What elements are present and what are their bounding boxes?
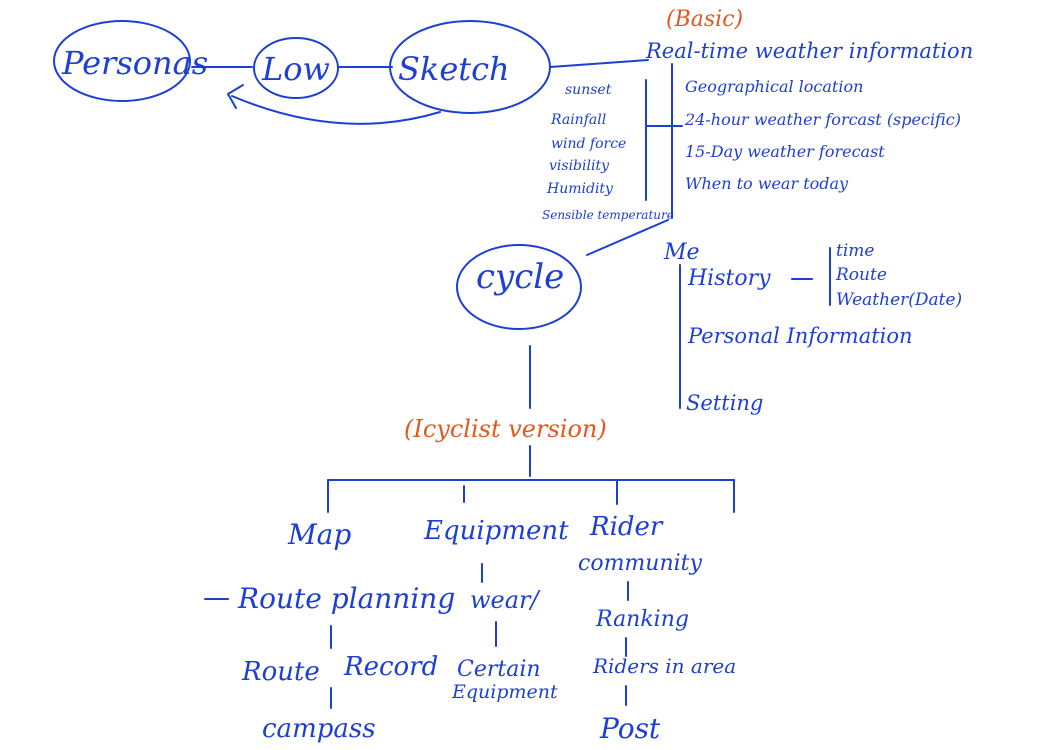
- rider-title: Rider: [589, 512, 664, 542]
- version-label: (Icyclist version): [404, 415, 607, 443]
- me-history: History: [687, 266, 771, 291]
- cycle-basic-connector: [586, 219, 669, 256]
- basic-item-wear: When to wear today: [685, 174, 849, 193]
- feedback-arrowhead: [227, 84, 244, 109]
- map-campass: campass: [262, 714, 376, 744]
- sketch-basic-connector: [549, 59, 649, 68]
- rider-riders-in-area: Riders in area: [592, 654, 736, 678]
- cycle-label: cycle: [476, 257, 564, 297]
- equipment-wear: wear/: [470, 586, 542, 614]
- me-personal-information: Personal Information: [687, 324, 913, 348]
- history-time: time: [836, 241, 874, 261]
- rider-post: Post: [599, 712, 661, 745]
- me-setting: Setting: [686, 391, 763, 415]
- basic-item-location: Geographical location: [685, 77, 863, 96]
- low-label: Low: [261, 50, 330, 88]
- cycle-ellipse: [456, 244, 582, 330]
- equipment-title: Equipment: [423, 516, 569, 546]
- map-route-planning: Route planning: [237, 582, 455, 615]
- detail-humidity: Humidity: [546, 181, 614, 197]
- detail-sunset: sunset: [565, 82, 612, 98]
- detail-visibility: visibility: [549, 158, 610, 174]
- personas-label: Personas: [61, 44, 208, 82]
- history-route: Route: [835, 265, 887, 285]
- feedback-arrow: [231, 95, 441, 125]
- map-title: Map: [287, 518, 351, 551]
- basic-item-24h: 24-hour weather forcast (specific): [684, 110, 961, 129]
- history-weather-date: Weather(Date): [836, 290, 962, 310]
- me-title: Me: [663, 240, 700, 265]
- detail-wind-force: wind force: [551, 136, 626, 152]
- detail-rainfall: Rainfall: [550, 112, 606, 128]
- map-route: Route: [241, 657, 320, 687]
- equipment-equipment: Equipment: [451, 681, 558, 703]
- detail-sensible-temperature: Sensible temperature: [542, 208, 674, 222]
- basic-tag: (Basic): [666, 7, 743, 32]
- rider-community: community: [578, 551, 703, 576]
- rider-ranking: Ranking: [595, 607, 689, 632]
- map-record: Record: [343, 652, 438, 682]
- equipment-certain: Certain: [457, 657, 541, 682]
- basic-title: Real-time weather information: [645, 39, 973, 63]
- basic-item-15day: 15-Day weather forecast: [685, 142, 885, 161]
- personas-ellipse: [53, 20, 191, 102]
- sketch-label: Sketch: [398, 50, 510, 88]
